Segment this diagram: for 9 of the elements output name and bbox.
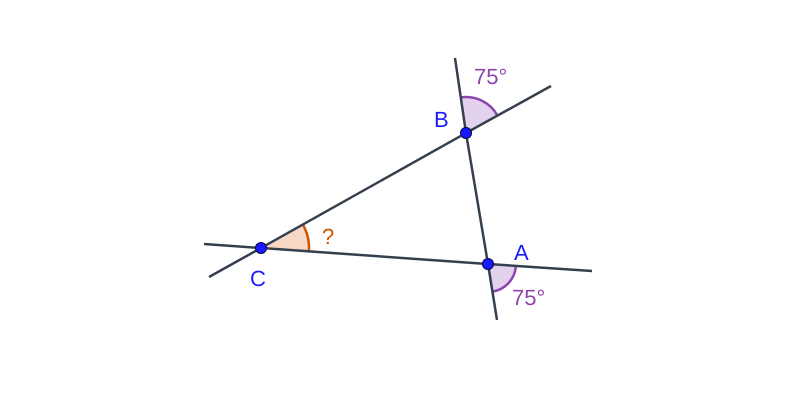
line-segment xyxy=(466,138,488,258)
angle-label: 75° xyxy=(474,66,508,88)
point-label: C xyxy=(250,268,266,290)
angle-label: 75° xyxy=(512,287,546,309)
point-label: A xyxy=(514,242,529,264)
angle-label: ? xyxy=(322,226,334,248)
line-segment xyxy=(266,134,462,246)
line-segment xyxy=(266,247,482,265)
point-label: B xyxy=(434,109,449,131)
